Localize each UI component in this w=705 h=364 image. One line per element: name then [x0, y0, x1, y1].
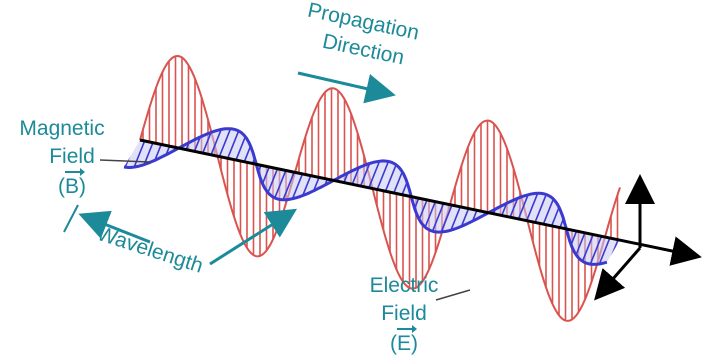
propagation-axis — [139, 138, 702, 266]
wavelength-arrow-left — [78, 210, 151, 244]
magnetic-hatch-line — [645, 30, 705, 330]
magnetic-hatch-line — [0, 30, 18, 330]
magnetic-label-line2: Field — [49, 145, 95, 168]
magnetic-hatch-line — [599, 128, 620, 265]
magnetic-hatch-line — [699, 30, 705, 330]
magnetic-hatch-line — [124, 128, 190, 265]
magnetic-hatch-line — [0, 30, 36, 330]
wavelength-tick-left — [63, 204, 79, 233]
wavelength-arrow-right — [209, 208, 298, 266]
magnetic-hatch-line — [663, 30, 705, 330]
magnetic-hatch-line — [428, 128, 550, 265]
magnetic-hatch-line — [672, 30, 705, 330]
magnetic-hatch-line — [473, 128, 595, 265]
magnetic-hatch-line — [124, 128, 244, 265]
electric-symbol: (E) — [390, 332, 418, 355]
magnetic-hatch-line — [124, 128, 154, 265]
propagation-direction-arrow — [297, 71, 396, 104]
magnetic-hatch-line — [221, 128, 343, 265]
magnetic-hatch-line — [212, 128, 334, 265]
magnetic-leader-line — [99, 159, 151, 163]
magnetic-hatch-line — [554, 128, 620, 265]
electric-field-outline — [139, 54, 621, 322]
magnetic-hatch-line — [437, 128, 559, 265]
magnetic-hatch-line — [124, 128, 226, 265]
magnetic-hatch-line — [636, 30, 705, 330]
magnetic-hatch-line — [563, 128, 620, 265]
magnetic-symbol: (B) — [58, 175, 86, 198]
magnetic-hatch-line — [0, 30, 9, 330]
magnetic-hatch-line — [302, 128, 424, 265]
magnetic-label-line1: Magnetic — [19, 117, 104, 140]
magnetic-hatch-line — [203, 128, 325, 265]
electric-leader-line — [435, 289, 471, 301]
magnetic-hatch-line — [248, 128, 370, 265]
axis-diagonal-arrow — [594, 247, 642, 301]
wavelength-label: Wavelength — [94, 222, 206, 278]
magnetic-hatch-line — [464, 128, 586, 265]
coordinate-axes — [594, 174, 655, 301]
electric-label-line2: Field — [381, 302, 427, 325]
magnetic-hatch-line — [509, 128, 620, 265]
magnetic-hatch-line — [0, 30, 63, 330]
magnetic-hatch-line — [617, 128, 620, 265]
magnetic-hatch-line — [239, 128, 361, 265]
magnetic-hatch-line — [149, 128, 271, 265]
magnetic-hatch-line — [329, 128, 451, 265]
magnetic-hatch-line — [0, 30, 108, 330]
magnetic-hatch-line — [284, 128, 406, 265]
electric-vector-arrow-icon — [397, 325, 417, 333]
magnetic-hatch-line — [124, 128, 199, 265]
magnetic-hatch-line — [0, 30, 45, 330]
magnetic-hatch-line — [500, 128, 620, 265]
magnetic-hatch-line — [257, 128, 379, 265]
magnetic-hatch-line — [690, 30, 705, 330]
magnetic-hatch-line — [608, 128, 620, 265]
magnetic-hatch-line — [311, 128, 433, 265]
magnetic-hatch-line — [124, 128, 217, 265]
magnetic-hatch-line — [581, 128, 620, 265]
electric-label-line1: Electric — [370, 274, 439, 297]
magnetic-hatch-line — [140, 128, 262, 265]
magnetic-hatch-line — [0, 30, 27, 330]
magnetic-hatch-line — [654, 30, 705, 330]
magnetic-hatch-line — [230, 128, 352, 265]
magnetic-field-outline — [123, 127, 608, 266]
magnetic-hatch-line — [0, 30, 54, 330]
magnetic-hatch-line — [124, 128, 235, 265]
magnetic-field-wave — [0, 30, 705, 330]
magnetic-hatch-line — [293, 128, 415, 265]
magnetic-hatch-line — [681, 30, 705, 330]
magnetic-hatch-line — [338, 128, 460, 265]
magnetic-vector-arrow-icon — [65, 168, 85, 176]
magnetic-hatch-line — [320, 128, 442, 265]
